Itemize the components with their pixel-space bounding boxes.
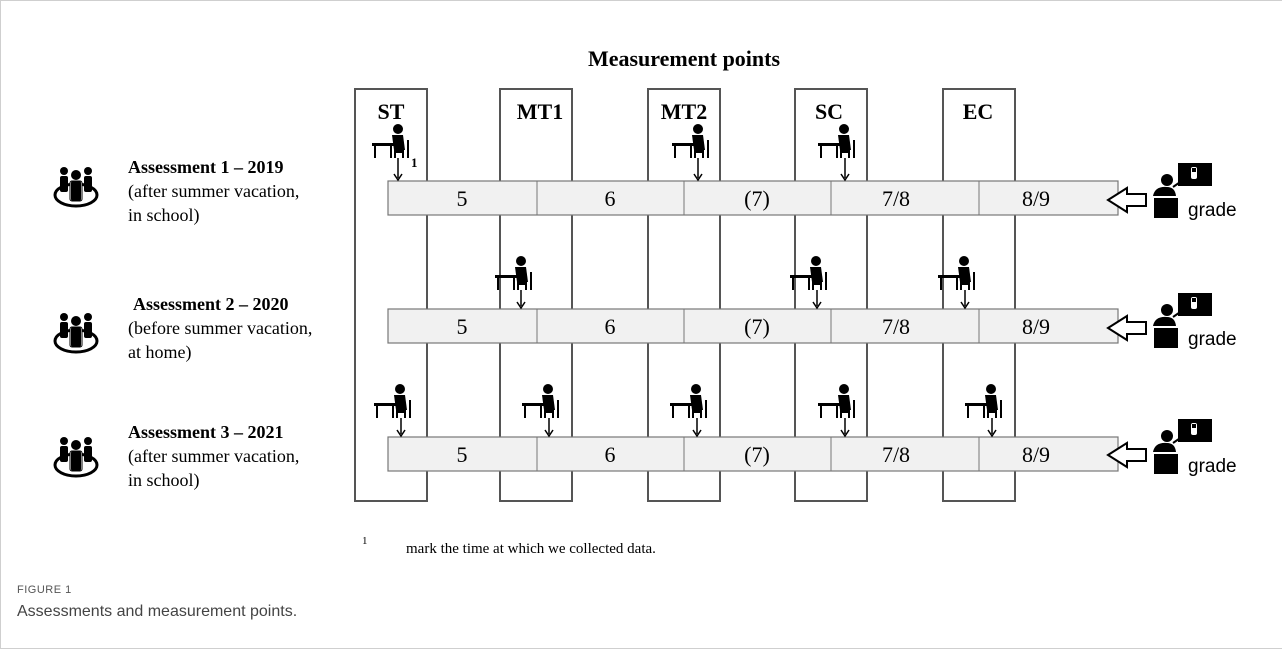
group-people-icon xyxy=(53,165,99,208)
grade-cell-7: (7) xyxy=(744,186,770,211)
assessment-row-2: Assessment 2 – 2020 (before summer vacat… xyxy=(53,256,1237,363)
left-arrow-icon xyxy=(1106,441,1147,469)
figure-caption: Assessments and measurement points. xyxy=(17,603,298,620)
group-people-icon xyxy=(53,435,99,478)
student-at-desk-icon xyxy=(965,384,1002,438)
grade-bar-3: 5 6 (7) 7/8 8/9 xyxy=(387,436,1119,472)
column-label-sc: SC xyxy=(815,99,843,124)
grade-cell-8-9: 8/9 xyxy=(1022,186,1050,211)
grade-bar-1: 5 6 (7) 7/8 8/9 xyxy=(387,180,1119,216)
student-at-desk-icon xyxy=(374,384,411,438)
left-arrow-icon xyxy=(1106,314,1147,342)
group-people-icon xyxy=(53,311,99,354)
footnote-marker-1: 1 xyxy=(411,155,418,170)
grade-cell-6: 6 xyxy=(605,442,616,467)
student-at-desk-icon xyxy=(672,124,709,182)
assessment-3-heading: Assessment 3 – 2021 xyxy=(128,422,284,442)
assessment-2-heading: Assessment 2 – 2020 xyxy=(133,294,289,314)
column-box-mt1: MT1 xyxy=(499,88,573,502)
footnote-marker: 1 xyxy=(362,535,368,547)
grade-cell-5: 5 xyxy=(457,186,468,211)
student-at-desk-icon xyxy=(790,256,827,310)
column-box-sc: SC xyxy=(794,88,868,502)
grade-cell-8-9: 8/9 xyxy=(1022,442,1050,467)
footnote-text: mark the time at which we collected data… xyxy=(406,541,656,557)
assessment-2-line1: (before summer vacation, xyxy=(128,318,312,339)
figure-label: FIGURE 1 xyxy=(17,584,72,596)
column-label-st: ST xyxy=(378,99,405,124)
grade-cell-8-9: 8/9 xyxy=(1022,314,1050,339)
column-box-st: ST xyxy=(354,88,428,502)
grade-label-3: grade xyxy=(1188,456,1237,477)
left-arrow-icon xyxy=(1106,186,1147,214)
grade-bar-2: 5 6 (7) 7/8 8/9 xyxy=(387,308,1119,344)
student-at-desk-icon: 1 xyxy=(372,124,418,182)
grade-cell-7: (7) xyxy=(744,314,770,339)
column-box-mt2: MT2 xyxy=(647,88,721,502)
assessment-1-heading: Assessment 1 – 2019 xyxy=(128,157,284,177)
assessment-row-3: Assessment 3 – 2021 (after summer vacati… xyxy=(53,384,1237,491)
grade-cell-5: 5 xyxy=(457,442,468,467)
grade-cell-7-8: 7/8 xyxy=(882,442,910,467)
measurement-diagram: Measurement points ST MT1 MT2 SC EC Asse… xyxy=(53,46,1237,557)
assessment-row-1: Assessment 1 – 2019 (after summer vacati… xyxy=(53,124,1237,226)
column-label-ec: EC xyxy=(963,99,994,124)
grade-label-1: grade xyxy=(1188,200,1237,221)
grade-cell-7-8: 7/8 xyxy=(882,186,910,211)
assessment-1-line1: (after summer vacation, xyxy=(128,181,299,202)
student-at-desk-icon xyxy=(495,256,532,310)
student-at-desk-icon xyxy=(522,384,559,438)
diagram-title: Measurement points xyxy=(588,46,781,71)
grade-cell-7-8: 7/8 xyxy=(882,314,910,339)
footnote: 1 mark the time at which we collected da… xyxy=(362,535,656,557)
grade-cell-6: 6 xyxy=(605,186,616,211)
column-label-mt2: MT2 xyxy=(661,99,707,124)
student-at-desk-icon xyxy=(938,256,975,310)
assessment-1-line2: in school) xyxy=(128,205,200,226)
student-at-desk-icon xyxy=(818,124,855,182)
assessment-2-line2: at home) xyxy=(128,342,191,363)
column-box-ec: EC xyxy=(942,88,1016,502)
assessment-3-line2: in school) xyxy=(128,470,200,491)
assessment-3-line1: (after summer vacation, xyxy=(128,446,299,467)
student-at-desk-icon xyxy=(818,384,855,438)
grade-label-2: grade xyxy=(1188,329,1237,350)
grade-cell-5: 5 xyxy=(457,314,468,339)
grade-cell-6: 6 xyxy=(605,314,616,339)
grade-cell-7: (7) xyxy=(744,442,770,467)
student-at-desk-icon xyxy=(670,384,707,438)
column-label-mt1: MT1 xyxy=(517,99,563,124)
